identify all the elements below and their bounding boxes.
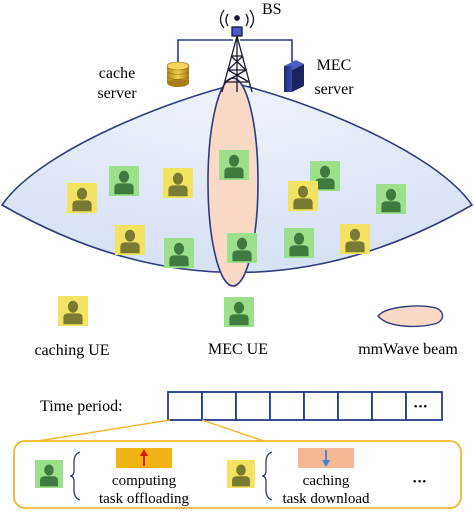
caching-ue-icon-6 — [288, 181, 318, 211]
cache-server-label-line1: cache — [99, 65, 135, 82]
legend-caching-ue-label: caching UE — [34, 342, 109, 359]
caching-ue-icon-12 — [340, 224, 370, 254]
mec-detail-line2: task offloading — [99, 491, 190, 507]
mec-ue-icon-1 — [109, 166, 139, 196]
mec-server-label-line1: MEC — [317, 57, 352, 74]
detail-caching-ue-icon — [227, 460, 255, 488]
bs-label: BS — [262, 1, 282, 18]
mec-detail-line1: computing — [112, 473, 177, 489]
time-slot — [337, 391, 373, 421]
time-slot-continuation — [405, 391, 443, 421]
time-slots — [167, 391, 443, 421]
uplink-arrow-icon — [140, 449, 148, 466]
detail-mec-ue-icon — [35, 460, 63, 488]
time-slot — [235, 391, 271, 421]
mec-ue-icon-11 — [284, 228, 314, 258]
mec-ue-icon-9 — [164, 238, 194, 268]
cache-server-label-line2: server — [97, 85, 137, 102]
caching-brace — [261, 451, 273, 501]
time-period-label: Time period: — [40, 398, 123, 415]
caching-detail-line1: caching — [303, 473, 350, 489]
mec-server-icon — [284, 60, 304, 92]
downlink-arrow-icon — [322, 450, 330, 467]
mec-server-label-line2: server — [314, 81, 354, 98]
backhaul-links — [177, 39, 293, 66]
bs-tower-icon — [219, 9, 255, 93]
time-slot — [201, 391, 237, 421]
zoom-line-left — [37, 419, 171, 442]
mec-brace — [69, 451, 81, 501]
legend-mec-ue-icon — [224, 297, 254, 327]
legend-caching-ue-icon — [58, 296, 88, 326]
time-slot — [303, 391, 339, 421]
detail-ellipsis: ••• — [413, 476, 428, 488]
legend-mec-ue-label: MEC UE — [208, 341, 268, 358]
legend-mmwave-beam-shape — [377, 305, 444, 328]
mec-ue-icon-10 — [227, 233, 257, 263]
caching-ue-icon-3 — [67, 183, 97, 213]
legend-mmwave-beam-label: mmWave beam — [358, 341, 458, 358]
mec-ue-icon-2 — [219, 150, 249, 180]
time-period-ellipsis: ••• — [414, 401, 429, 413]
caching-ue-icon-8 — [115, 225, 145, 255]
time-slot — [371, 391, 407, 421]
cache-server-icon — [166, 61, 190, 87]
time-slot — [269, 391, 305, 421]
zoom-line-right — [201, 419, 265, 442]
mec-ue-icon-7 — [376, 184, 406, 214]
time-slot — [167, 391, 203, 421]
caching-detail-line2: task download — [282, 491, 370, 507]
caching-ue-icon-4 — [163, 168, 193, 198]
